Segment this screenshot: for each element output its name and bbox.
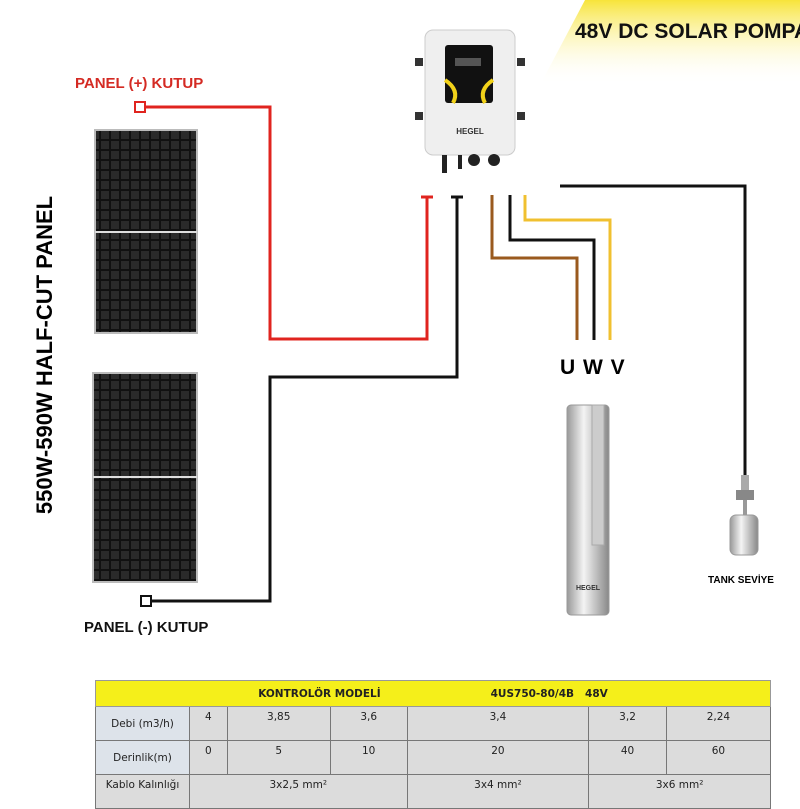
solar-panel-bottom: [92, 372, 198, 583]
table-cell: 3,2: [588, 706, 667, 741]
table-cell: 3,6: [329, 706, 408, 741]
header-title: 48V DC SOLAR POMPA: [575, 20, 800, 43]
table-header-row: KONTROLÖR MODELİ 4US750-80/4B 48V: [95, 680, 771, 707]
table-cell: 60: [665, 740, 772, 775]
row-label: Derinlik(m): [95, 740, 190, 775]
row-label: Debi (m3/h): [95, 706, 190, 741]
controller-model-label: KONTROLÖR MODELİ: [258, 687, 381, 700]
table-cell: 20: [406, 740, 590, 775]
table-cell: 5: [226, 740, 331, 775]
panel-positive-label: PANEL (+) KUTUP: [75, 75, 204, 92]
solar-panel-top: [94, 129, 198, 334]
row-label: Kablo Kalınlığı: [95, 774, 190, 809]
controller-brand-logo: HEGEL: [456, 127, 484, 136]
solar-pump-controller: HEGEL: [415, 29, 525, 173]
controller-model: 4US750-80/4B: [490, 687, 575, 700]
table-row: Derinlik(m) 0 5 10 20 40 60: [95, 740, 772, 775]
table-cell: 3x6 mm²: [588, 774, 771, 809]
table-row: Kablo Kalınlığı 3x2,5 mm² 3x4 mm² 3x6 mm…: [95, 774, 771, 809]
table-cell: 3,85: [226, 706, 331, 741]
table-cell: 3x4 mm²: [406, 774, 590, 809]
panel-type-label: 550W-590W HALF-CUT PANEL: [32, 195, 57, 515]
svg-text:HEGEL: HEGEL: [576, 585, 601, 592]
tank-level-float-switch: [729, 475, 759, 556]
table-row: Debi (m3/h) 4 3,85 3,6 3,4 3,2 2,24: [95, 706, 772, 741]
table-cell: 40: [588, 740, 667, 775]
w-wire: [508, 195, 596, 340]
table-cell: 10: [329, 740, 408, 775]
tank-sensor-wire: [560, 184, 747, 475]
table-cell: 2,24: [665, 706, 772, 741]
table-cell: 0: [189, 740, 228, 775]
controller-voltage: 48V: [585, 687, 608, 700]
submersible-pump: HEGEL: [566, 404, 610, 616]
positive-terminal: [134, 101, 146, 113]
performance-table: KONTROLÖR MODELİ 4US750-80/4B 48V Debi (m…: [95, 680, 772, 809]
table-cell: 3,4: [406, 706, 590, 741]
u-wire: [490, 195, 579, 340]
tank-level-label: TANK SEVİYE: [708, 575, 774, 586]
table-cell: 4: [189, 706, 228, 741]
panel-negative-label: PANEL (-) KUTUP: [84, 619, 209, 636]
uwv-label: U W V: [560, 356, 625, 379]
negative-terminal: [140, 595, 152, 607]
negative-wire: [151, 197, 459, 603]
positive-wire: [145, 105, 429, 341]
header-banner: [540, 0, 800, 85]
v-wire: [523, 195, 612, 340]
table-cell: 3x2,5 mm²: [189, 774, 408, 809]
